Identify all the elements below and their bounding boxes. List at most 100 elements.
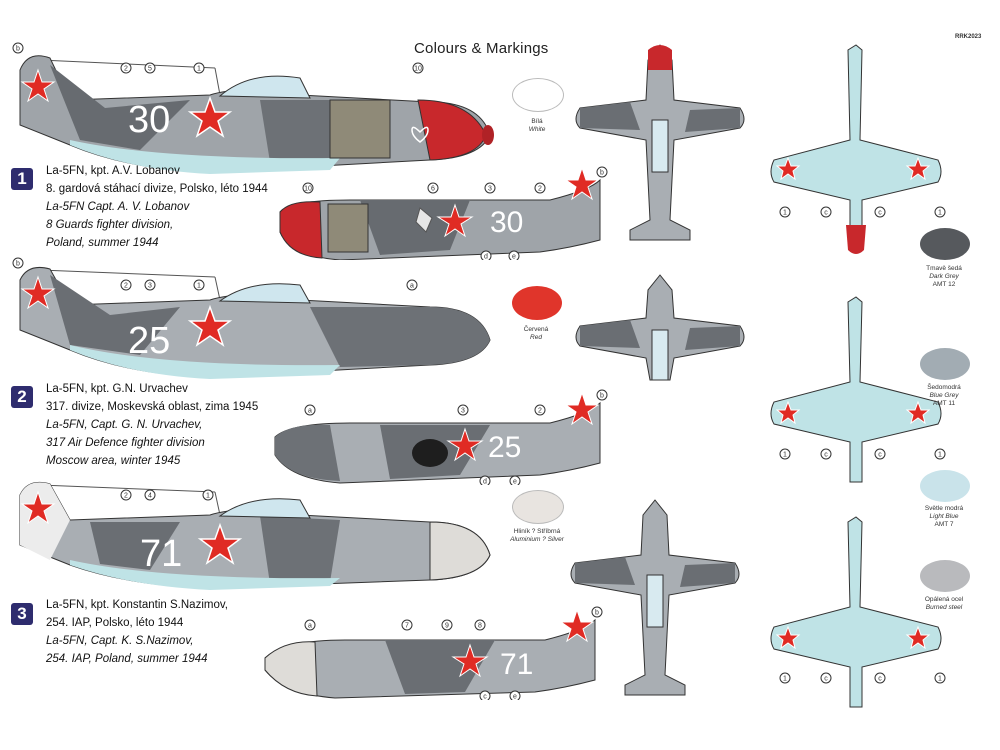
badge-1: 1	[11, 168, 33, 190]
planview-1-top	[575, 44, 745, 241]
caption-1-cz-1: La-5FN, kpt. A.V. Lobanov	[46, 165, 180, 177]
planview-2-top	[575, 274, 745, 381]
swatch-red	[512, 286, 562, 320]
svg-text:e: e	[512, 254, 516, 261]
svg-text:2: 2	[124, 283, 128, 290]
badge-2: 2	[11, 386, 33, 408]
profile-3-number: 71	[140, 533, 182, 575]
profile-1-left: 30 b 2 5 1 10	[12, 42, 494, 174]
svg-text:2: 2	[538, 408, 542, 415]
swatch-aluminium-en: Aluminium ? Silver	[510, 536, 564, 543]
caption-3-en-2: 254. IAP, Poland, summer 1944	[46, 653, 208, 665]
profile-2r-number: 25	[488, 431, 521, 464]
svg-text:1: 1	[783, 676, 787, 683]
svg-text:e: e	[513, 479, 517, 486]
caption-1-en-2: 8 Guards fighter division,	[46, 219, 174, 231]
svg-text:6: 6	[431, 186, 435, 193]
svg-text:2: 2	[124, 493, 128, 500]
planview-1-bottom: 1 c c 1	[770, 44, 946, 254]
swatch-light-blue-en: Light Blue	[929, 513, 959, 520]
caption-2-en-3: Moscow area, winter 1945	[46, 455, 181, 467]
svg-text:3: 3	[488, 186, 492, 193]
svg-text:1: 1	[783, 210, 787, 217]
swatch-white-cz: Bílá	[531, 118, 543, 125]
svg-text:a: a	[308, 408, 312, 415]
profile-2-number: 25	[128, 320, 170, 362]
svg-text:a: a	[308, 623, 312, 630]
caption-3-en-1: La-5FN, Capt. K. S.Nazimov,	[46, 635, 194, 647]
swatch-light-blue-code: AMT 7	[934, 521, 954, 528]
svg-text:2: 2	[538, 186, 542, 193]
svg-text:b: b	[595, 610, 599, 617]
svg-text:2: 2	[124, 66, 128, 73]
svg-text:b: b	[16, 261, 20, 268]
page-title: Colours & Markings	[414, 40, 549, 57]
profile-3r-number: 71	[500, 648, 533, 681]
svg-text:1: 1	[938, 452, 942, 459]
svg-text:e: e	[513, 694, 517, 701]
svg-text:c: c	[878, 676, 882, 683]
planview-3-bottom: 1 c c 1	[770, 516, 946, 708]
svg-text:1: 1	[197, 66, 201, 73]
svg-text:7: 7	[405, 623, 409, 630]
svg-text:10: 10	[414, 66, 422, 73]
caption-2-cz-1: La-5FN, kpt. G.N. Urvachev	[46, 383, 188, 395]
svg-text:c: c	[824, 452, 828, 459]
swatch-dark-grey-code: AMT 12	[932, 281, 956, 288]
profile-2-right: 25 a 3 2 b d e	[274, 389, 608, 486]
caption-1: La-5FN, kpt. A.V. Lobanov 8. gardová stá…	[46, 162, 268, 252]
caption-3: La-5FN, kpt. Konstantin S.Nazimov, 254. …	[46, 596, 228, 668]
svg-text:9: 9	[445, 623, 449, 630]
swatch-red-en: Red	[530, 334, 542, 341]
swatch-white	[512, 78, 564, 112]
caption-3-cz-2: 254. IAP, Polsko, léto 1944	[46, 617, 184, 629]
caption-2: La-5FN, kpt. G.N. Urvachev 317. divize, …	[46, 380, 258, 470]
swatch-dark-grey	[920, 228, 970, 260]
swatch-aluminium	[512, 490, 564, 524]
swatch-dark-grey-en: Dark Grey	[929, 273, 959, 280]
profile-1-number: 30	[128, 99, 170, 141]
caption-3-cz-1: La-5FN, kpt. Konstantin S.Nazimov,	[46, 599, 228, 611]
planview-2-bottom: 1 c c 1	[770, 296, 946, 483]
profile-1-right: 30 10 6 3 2 b d e	[279, 166, 608, 261]
caption-1-en-3: Poland, summer 1944	[46, 237, 159, 249]
sheet-code: RRK2023	[955, 34, 982, 40]
swatch-blue-grey	[920, 348, 970, 380]
swatch-blue-grey-cz: Šedomodrá	[927, 384, 961, 391]
caption-2-en-2: 317 Air Defence fighter division	[46, 437, 205, 449]
svg-text:d: d	[483, 479, 487, 486]
profile-1r-number: 30	[490, 206, 523, 239]
caption-1-cz-2: 8. gardová stáhací divize, Polsko, léto …	[46, 183, 268, 195]
svg-text:3: 3	[148, 283, 152, 290]
svg-text:4: 4	[148, 493, 152, 500]
planview-3-top	[570, 499, 740, 696]
svg-text:3: 3	[461, 408, 465, 415]
svg-text:1: 1	[783, 452, 787, 459]
svg-text:1: 1	[197, 283, 201, 290]
caption-2-en-1: La-5FN, Capt. G. N. Urvachev,	[46, 419, 203, 431]
swatch-burned-steel	[920, 560, 970, 592]
caption-2-cz-2: 317. divize, Moskevská oblast, zima 1945	[46, 401, 259, 413]
svg-text:8: 8	[478, 623, 482, 630]
caption-1-en-1: La-5FN Capt. A. V. Lobanov	[46, 201, 190, 213]
swatch-burned-steel-en: Burned steel	[925, 604, 963, 611]
svg-text:a: a	[410, 283, 414, 290]
swatch-light-blue-cz: Světle modrá	[924, 505, 964, 512]
profile-3-right: 71 a 7 9 8 b c e	[264, 606, 603, 701]
svg-text:c: c	[878, 210, 882, 217]
svg-text:c: c	[824, 210, 828, 217]
svg-text:b: b	[600, 170, 604, 177]
swatch-dark-grey-cz: Tmavě šedá	[926, 265, 962, 272]
swatch-blue-grey-code: AMT 11	[932, 400, 956, 407]
svg-text:10: 10	[304, 186, 312, 193]
swatch-red-cz: Červená	[523, 326, 549, 333]
swatch-white-en: White	[528, 126, 546, 133]
svg-text:c: c	[824, 676, 828, 683]
svg-text:1: 1	[938, 210, 942, 217]
profile-2-left: 25 b 2 3 1 a	[12, 257, 491, 379]
